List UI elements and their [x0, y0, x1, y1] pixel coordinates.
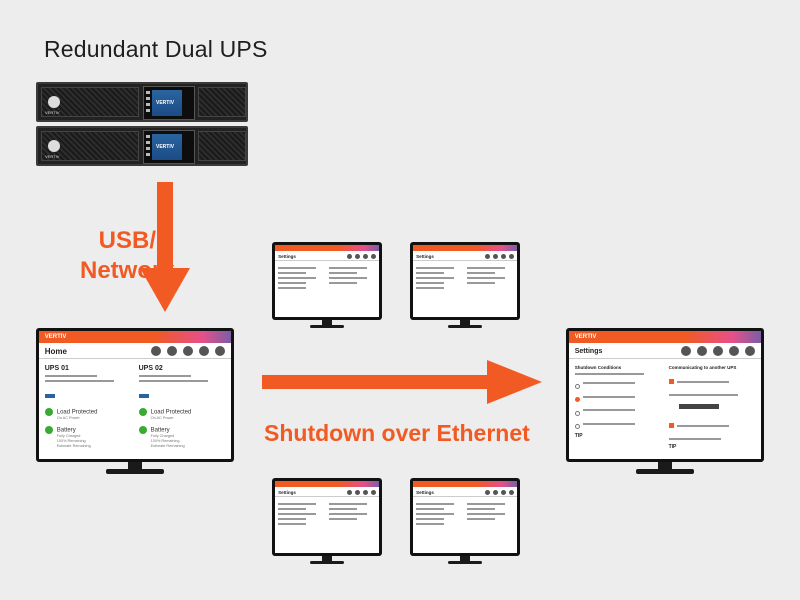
page-title: Home: [44, 346, 67, 356]
vertiv-icon[interactable]: [745, 346, 756, 357]
gear-icon[interactable]: [713, 346, 724, 357]
ups-status-card: UPS 01 Load Protected On AC Power Batter…: [44, 365, 132, 449]
settings-monitor-small: Settings: [410, 242, 520, 330]
check-icon: [138, 408, 147, 416]
ups-buttons: [146, 135, 150, 159]
topbar-brand: VERTIV: [574, 333, 597, 340]
usb-label-line1: USB/: [98, 227, 157, 254]
topbar-brand: VERTIV: [44, 333, 67, 340]
battery-line: Estimate Remaining: [56, 444, 91, 448]
status-sub: On AC Power: [56, 416, 80, 420]
battery-line: Fully Charged: [56, 434, 81, 438]
ups-buttons: [146, 91, 150, 115]
section-heading: Shutdown Conditions: [574, 365, 622, 370]
battery-text: Battery: [56, 427, 76, 434]
battery-text: Battery: [150, 427, 170, 434]
gear-icon[interactable]: [183, 346, 194, 357]
settings-monitor-small: Settings: [410, 478, 520, 566]
settings-monitor-large: VERTIV Settings Shutdown Conditions TIP: [566, 328, 764, 478]
ups-status-tag: [138, 394, 149, 398]
ups-unit-2: VERTIV VERTIV: [36, 126, 248, 166]
ups-control-panel: VERTIV: [143, 130, 195, 164]
page-title: Settings: [574, 347, 603, 355]
mail-icon[interactable]: [729, 346, 740, 357]
status-sub: On AC Power: [150, 416, 174, 420]
check-icon: [138, 426, 147, 434]
check-icon: [44, 408, 53, 416]
vertiv-icon[interactable]: [215, 346, 226, 357]
tip-label: TIP: [574, 433, 583, 440]
ups-status-tag: [44, 394, 55, 398]
ups-grill: [198, 87, 246, 117]
section-heading: Communicating to another UPS: [668, 365, 737, 370]
ups-lcd-screen: VERTIV: [152, 90, 182, 116]
usb-label-line2: Network: [80, 257, 175, 284]
ups-grill: [198, 131, 246, 161]
page-title: Settings: [416, 253, 434, 259]
vertiv-logo-icon: [48, 96, 60, 108]
nav-icons: [151, 346, 226, 357]
down-arrow-icon: [140, 182, 190, 312]
ups-brand: VERTIV: [45, 154, 60, 159]
vertiv-logo-icon: [48, 140, 60, 152]
home-monitor: VERTIV Home UPS 01 Load Protected On AC …: [36, 328, 234, 478]
battery-line: Estimate Remaining: [150, 444, 185, 448]
home-icon[interactable]: [681, 346, 692, 357]
ups-lcd-screen: VERTIV: [152, 134, 182, 160]
clock-icon[interactable]: [167, 346, 178, 357]
ups-brand: VERTIV: [45, 110, 60, 115]
ups-lcd-brand: VERTIV: [156, 100, 175, 106]
diagram-title: Redundant Dual UPS: [44, 36, 268, 62]
page-title: Settings: [416, 489, 434, 495]
connect-button[interactable]: [678, 404, 719, 409]
usb-network-label: USB/ Network: [80, 226, 175, 286]
ups-unit-1: VERTIV VERTIV: [36, 82, 248, 122]
ups-name: UPS 02: [138, 365, 163, 372]
battery-line: Fully Charged: [150, 434, 175, 438]
monitor-screen: VERTIV Home UPS 01 Load Protected On AC …: [36, 328, 234, 462]
ups-status-card: UPS 02 Load Protected On AC Power Batter…: [138, 365, 226, 449]
settings-monitor-small: Settings: [272, 478, 382, 566]
ups-lcd-brand: VERTIV: [156, 144, 175, 150]
clock-icon[interactable]: [697, 346, 708, 357]
check-icon: [44, 426, 53, 434]
battery-line: 100% Remaining: [56, 439, 86, 443]
battery-line: 100% Remaining: [150, 439, 180, 443]
tip-label: TIP: [668, 444, 677, 450]
ups-name: UPS 01: [44, 365, 69, 372]
mail-icon[interactable]: [199, 346, 210, 357]
status-text: Load Protected: [150, 409, 192, 416]
status-text: Load Protected: [56, 409, 98, 416]
shutdown-label: Shutdown over Ethernet: [264, 420, 530, 446]
monitor-screen: VERTIV Settings Shutdown Conditions TIP: [566, 328, 764, 462]
ups-control-panel: VERTIV: [143, 86, 195, 120]
page-title: Settings: [278, 253, 296, 259]
page-title: Settings: [278, 489, 296, 495]
home-icon[interactable]: [151, 346, 162, 357]
right-arrow-icon: [262, 360, 542, 404]
settings-monitor-small: Settings: [272, 242, 382, 330]
nav-icons: [681, 346, 756, 357]
